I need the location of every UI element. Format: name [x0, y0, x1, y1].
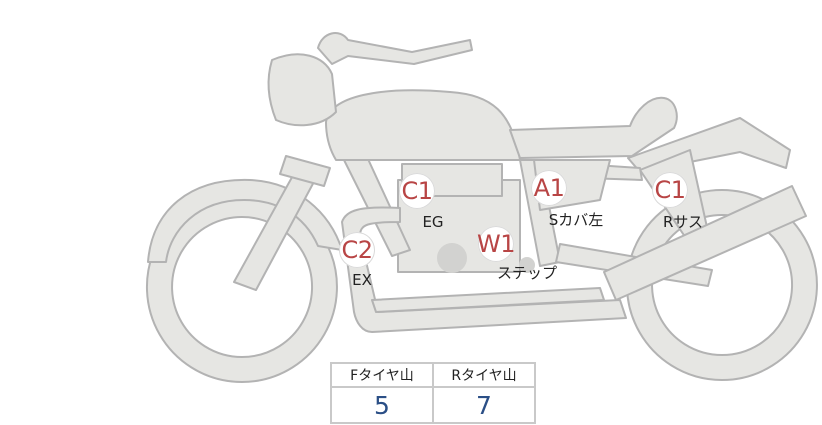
tire-tread-table: Fタイヤ山 Rタイヤ山 5 7: [330, 362, 536, 424]
rear-tire-value: 7: [432, 386, 536, 424]
tread-header-row: Fタイヤ山 Rタイヤ山: [330, 362, 536, 388]
marker-w1-step: W1: [477, 226, 516, 262]
front-tire-value: 5: [330, 386, 434, 424]
marker-label-rear-suspension: Rサス: [662, 213, 704, 231]
marker-code: A1: [533, 174, 565, 202]
marker-label-side-cover: Sカバ左: [548, 211, 604, 229]
marker-code: W1: [477, 230, 516, 258]
marker-code: C2: [341, 236, 373, 264]
tread-value-row: 5 7: [330, 386, 536, 424]
front-tire-header: Fタイヤ山: [330, 362, 434, 388]
marker-label-engine: EG: [422, 213, 444, 231]
rear-tire-header: Rタイヤ山: [432, 362, 536, 388]
muffler: [603, 185, 807, 301]
marker-c1-rear-suspension: C1: [652, 172, 688, 208]
marker-c1-engine: C1: [399, 173, 435, 209]
fuel-tank: [325, 89, 521, 161]
headlight: [267, 53, 337, 127]
seat: [509, 96, 678, 159]
marker-code: C1: [654, 176, 686, 204]
marker-c2-exhaust: C2: [339, 232, 375, 268]
marker-label-exhaust: EX: [352, 271, 372, 289]
marker-a1-side-cover: A1: [531, 170, 567, 206]
marker-code: C1: [401, 177, 433, 205]
handlebar: [317, 32, 473, 65]
marker-label-step: ステップ: [496, 264, 558, 282]
